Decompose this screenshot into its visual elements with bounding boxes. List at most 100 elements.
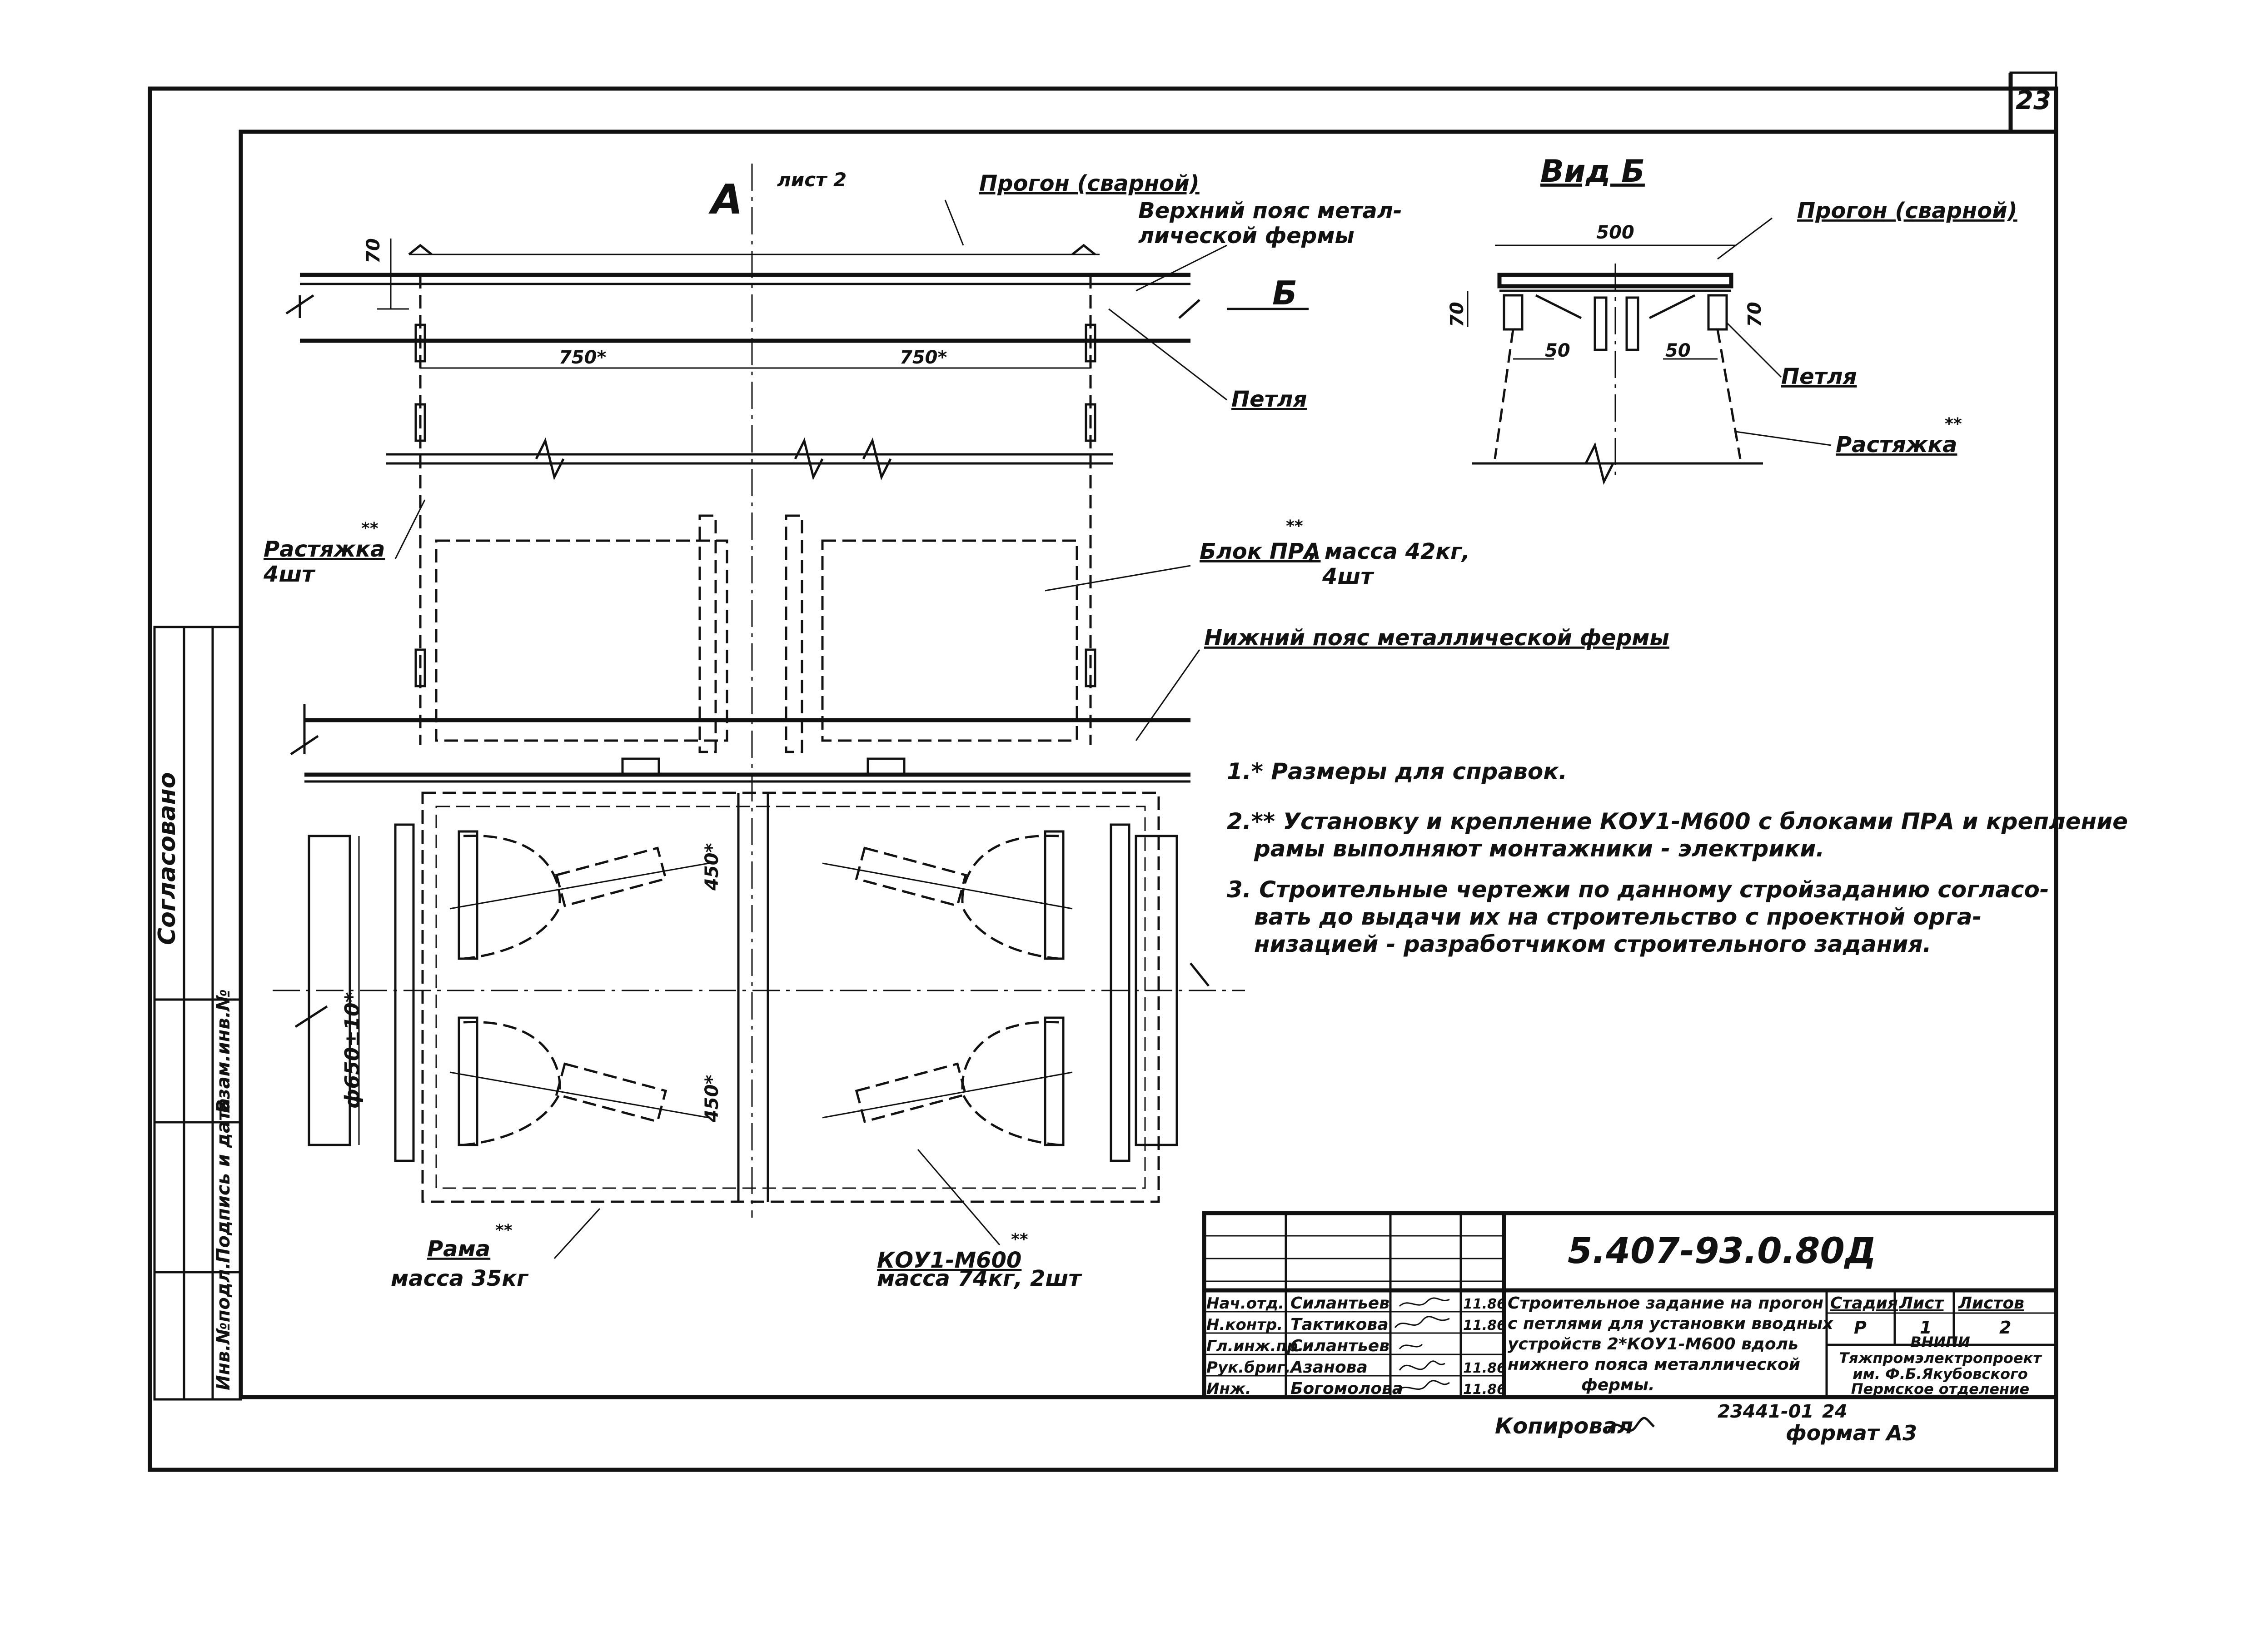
- notes: 1.* Размеры для справок. 2.** Установку …: [1227, 758, 2128, 957]
- footer: Копировал 23441-01 24 формат А3: [1495, 1401, 1917, 1445]
- lamp-top-left: [449, 830, 709, 960]
- dim-500: 500: [1596, 222, 1634, 243]
- doc-code: 5.407-93.0.80Д: [1568, 1231, 1876, 1272]
- label-lamp: КОУ1-М600: [877, 1248, 1021, 1273]
- name-3: Азанова: [1289, 1358, 1368, 1377]
- label-lamp-stars: **: [1011, 1230, 1028, 1249]
- dim-70-b-left: 70: [1447, 302, 1468, 327]
- org-2: им. Ф.Б.Якубовского: [1853, 1365, 2027, 1383]
- org-3: Пермское отделение: [1851, 1380, 2030, 1398]
- dim-50-left: 50: [1545, 340, 1570, 361]
- sheet-value: 1: [1920, 1318, 1932, 1338]
- stamp-inv-orig: Инв.№подл.: [213, 1262, 234, 1390]
- label-frame: Рама: [427, 1236, 490, 1262]
- date-4: 11.86: [1463, 1382, 1506, 1398]
- label-lamp-mass: масса 74кг, 2шт: [877, 1266, 1082, 1291]
- signatures: [1394, 1297, 1450, 1393]
- stamp-replace-inv: Взам.инв.№: [213, 989, 234, 1113]
- section-a-view: А лист 2 70 750*: [263, 164, 1669, 1291]
- label-block: Блок ПРА: [1200, 539, 1321, 564]
- name-4: Богомолова: [1290, 1379, 1403, 1398]
- date-1: 11.86: [1463, 1318, 1506, 1334]
- footer-format: формат А3: [1786, 1421, 1917, 1445]
- note-2a: 2.** Установку и крепление КОУ1-М600 с б…: [1227, 808, 2128, 835]
- label-bottom-chord: Нижний пояс металлической фермы: [1204, 625, 1669, 651]
- label-top-chord-2: лической фермы: [1138, 223, 1355, 249]
- desc-1: с петлями для установки вводных: [1508, 1314, 1834, 1333]
- section-b-mark: Б: [1227, 274, 1309, 312]
- footer-copied: Копировал: [1495, 1413, 1633, 1439]
- label-brace: Растяжка: [264, 537, 385, 562]
- copier-signature: [1607, 1417, 1655, 1432]
- lamp-top-right: [822, 830, 1073, 960]
- name-0: Силантьев: [1290, 1294, 1389, 1313]
- section-a-sheet: лист 2: [777, 169, 847, 191]
- date-3: 11.86: [1463, 1360, 1506, 1376]
- role-2: Гл.инж.пр.: [1206, 1337, 1304, 1355]
- label-frame-stars: **: [495, 1221, 513, 1240]
- svg-text:Б: Б: [1272, 274, 1297, 312]
- org-1: Тяжпромэлектропроект: [1839, 1349, 2042, 1367]
- label-brace-stars: **: [361, 519, 378, 538]
- name-2: Силантьев: [1290, 1337, 1389, 1355]
- stage-value: Р: [1854, 1318, 1867, 1338]
- dim-diameter: ф650±10*: [341, 992, 364, 1109]
- org-0: ВНИПИ: [1910, 1334, 1970, 1351]
- ballast-block-left: [435, 539, 728, 742]
- desc-0: Строительное задание на прогон: [1508, 1294, 1823, 1313]
- dim-750-left: 750*: [559, 347, 606, 368]
- role-1: Н.контр.: [1206, 1316, 1283, 1334]
- view-b-label-loop: Петля: [1781, 364, 1857, 389]
- view-b-label-brace: Растяжка: [1836, 432, 1957, 458]
- note-3b: вать до выдачи их на строительство с про…: [1254, 904, 1982, 930]
- desc-4: фермы.: [1581, 1376, 1655, 1394]
- view-b-title: Вид Б: [1540, 154, 1645, 189]
- stage-header: Стадия: [1830, 1294, 1898, 1313]
- label-block-count: 4шт: [1322, 564, 1375, 589]
- label-block-stars: **: [1286, 517, 1303, 536]
- stamp-sign-date: Подпись и дата: [213, 1098, 234, 1263]
- dim-450-bottom: 450*: [702, 1075, 722, 1123]
- dim-50-right: 50: [1665, 340, 1691, 361]
- note-2b: рамы выполняют монтажники - электрики.: [1254, 836, 1824, 862]
- lamp-bottom-right: [822, 1016, 1073, 1146]
- label-block-mass: , масса 42кг,: [1308, 539, 1470, 564]
- name-1: Тактикова: [1290, 1315, 1389, 1334]
- title-block: 5.407-93.0.80Д Нач.отд. Н.контр. Гл.инж.…: [1202, 1211, 2058, 1399]
- date-0: 11.86: [1463, 1296, 1506, 1312]
- hanger-left: [414, 275, 426, 745]
- section-a-label: А: [708, 176, 743, 224]
- stamp-agreement: Согласовано: [154, 772, 181, 945]
- footer-page: 24: [1822, 1401, 1848, 1422]
- note-3a: 3. Строительные чертежи по данному строй…: [1227, 876, 2049, 903]
- mounting-frame: [421, 791, 1160, 1203]
- desc-3: нижнего пояса металлической: [1508, 1355, 1800, 1374]
- lamp-bottom-left: [449, 1016, 709, 1146]
- role-3: Рук.бриг.: [1206, 1358, 1291, 1377]
- note-1: 1.* Размеры для справок.: [1227, 758, 1567, 785]
- side-stamp: Согласовано Инв.№подл. Подпись и дата Вз…: [153, 626, 242, 1401]
- sheet-header: Лист: [1899, 1294, 1944, 1313]
- label-brace-count: 4шт: [263, 562, 316, 587]
- view-b-label-purlin: Прогон (сварной): [1797, 198, 2017, 224]
- desc-2: устройств 2*КОУ1-М600 вдоль: [1508, 1335, 1798, 1353]
- dim-750-right: 750*: [900, 347, 947, 368]
- footer-order: 23441-01: [1718, 1401, 1813, 1422]
- sheets-header: Листов: [1958, 1294, 2024, 1313]
- view-b-label-brace-stars: **: [1945, 415, 1962, 433]
- dim-70-a: 70: [363, 238, 384, 264]
- label-loop: Петля: [1231, 387, 1307, 412]
- label-purlin: Прогон (сварной): [979, 171, 1200, 196]
- label-top-chord-1: Верхний пояс метал-: [1138, 198, 1402, 224]
- label-frame-mass: масса 35кг: [391, 1266, 529, 1291]
- hanger-right: [1085, 275, 1096, 745]
- role-4: Инж.: [1206, 1380, 1251, 1398]
- sheets-value: 2: [1999, 1318, 2011, 1338]
- ballast-block-right: [821, 539, 1078, 742]
- dim-70-b-right: 70: [1744, 302, 1765, 327]
- dim-450-top: 450*: [702, 843, 722, 891]
- role-0: Нач.отд.: [1206, 1294, 1284, 1313]
- sheet-number: 23: [2016, 86, 2051, 115]
- view-b: Вид Б 500 70 70 50 50 Прогон (сварной) П…: [1447, 154, 2017, 485]
